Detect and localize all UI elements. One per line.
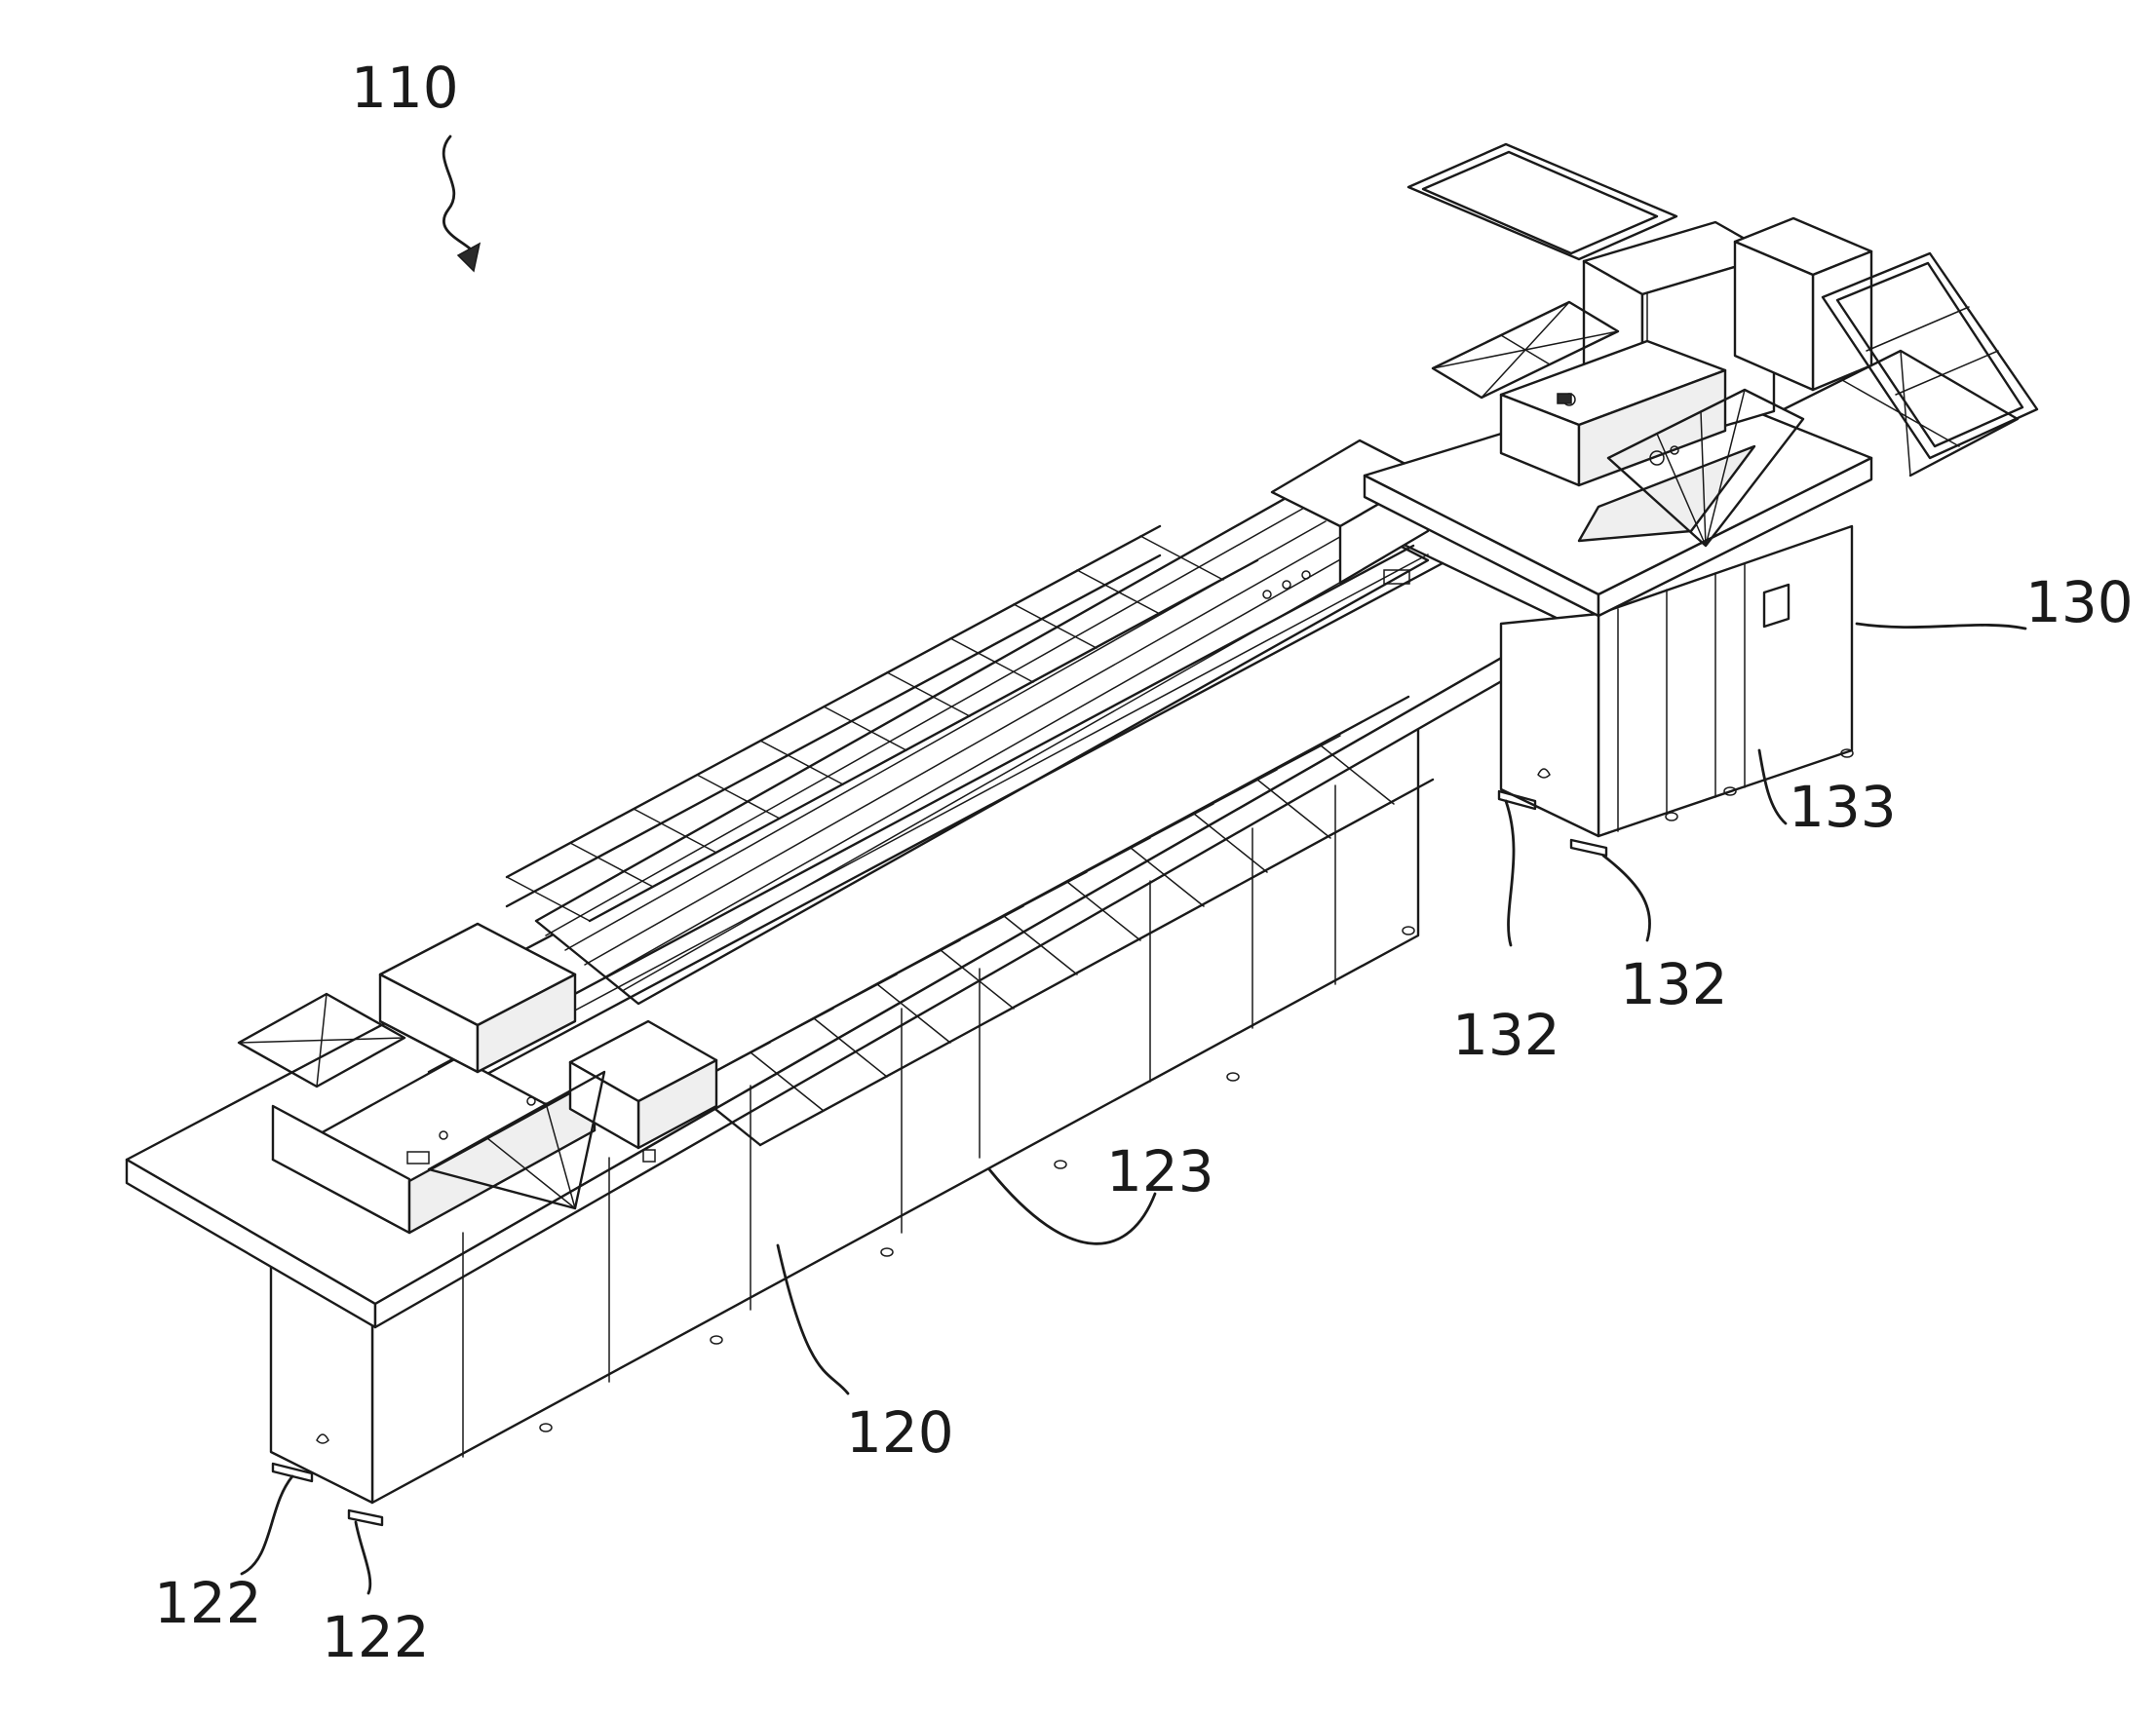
elongated-unit-120: [127, 440, 1564, 1525]
label-122a: 122: [154, 1570, 262, 1636]
label-120: 120: [846, 1399, 954, 1466]
leader-122b: [356, 1522, 370, 1593]
leader-132a: [1506, 801, 1514, 945]
label-132b: 132: [1620, 951, 1728, 1017]
label-130: 130: [2025, 569, 2134, 635]
assembly-arrow-110: [443, 136, 480, 271]
cube-unit-130: [1365, 144, 2037, 856]
label-132a: 132: [1452, 1002, 1560, 1068]
label-122b: 122: [322, 1604, 430, 1670]
leader-130: [1857, 624, 2025, 629]
leader-122a: [242, 1476, 292, 1574]
label-110: 110: [351, 55, 459, 121]
label-123: 123: [1106, 1138, 1214, 1204]
leader-132b: [1603, 856, 1650, 940]
label-133: 133: [1789, 774, 1897, 840]
